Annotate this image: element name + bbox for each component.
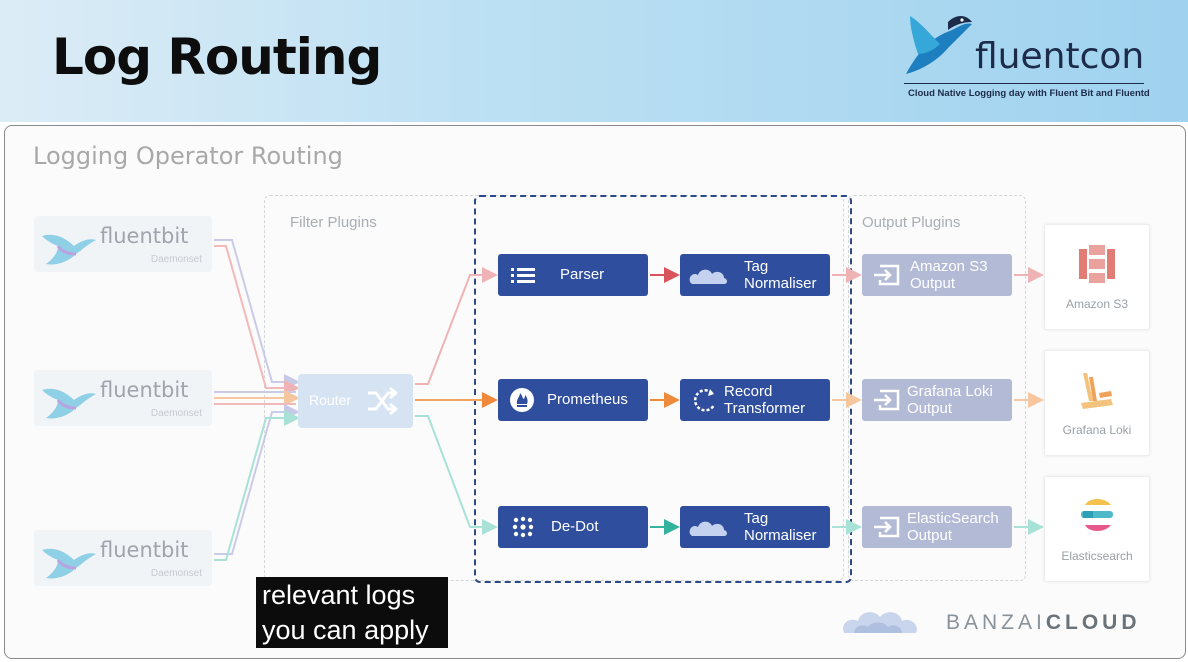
elastic-icon <box>1081 499 1113 531</box>
output-plugins-label: Output Plugins <box>862 214 961 231</box>
destination-label: Elasticsearch <box>1061 549 1133 563</box>
logo-divider <box>904 83 1144 84</box>
banzai-cloud-logo: BANZAICLOUD <box>840 603 1150 639</box>
list-icon <box>511 268 535 283</box>
hummingbird-icon <box>42 234 96 265</box>
banzai-cloud-wordmark: BANZAICLOUD <box>946 611 1141 634</box>
transform-record-transformer[interactable]: Record Transformer <box>680 379 830 421</box>
filter-label: Parser <box>560 266 605 283</box>
output-amazon-s3[interactable]: Amazon S3 Output <box>862 254 1012 296</box>
slide-header: Log Routing fluentcon Cloud Native Loggi… <box>0 0 1188 122</box>
source-name: fluentbit <box>100 224 189 248</box>
bird-icon <box>906 16 972 75</box>
output-line1: Amazon S3 <box>910 258 988 275</box>
banzai-cloud-icon <box>843 612 917 633</box>
sign-in-icon <box>874 264 900 286</box>
caption-line-1: relevant logs <box>256 577 448 613</box>
shuffle-icon <box>368 386 398 416</box>
source-fluentbit-1: fluentbit Daemonset <box>34 216 212 272</box>
filter-label: De-Dot <box>551 518 599 535</box>
sign-in-icon <box>874 516 900 538</box>
filter-plugins-label: Filter Plugins <box>290 214 377 231</box>
sign-in-icon <box>874 389 900 411</box>
output-grafana-loki[interactable]: Grafana Loki Output <box>862 379 1012 421</box>
output-line1: ElasticSearch <box>907 510 999 527</box>
logo-wordmark: fluentcon <box>975 36 1145 77</box>
source-sub: Daemonset <box>150 254 202 265</box>
source-name: fluentbit <box>100 538 189 562</box>
destination-elasticsearch: Elasticsearch <box>1044 476 1150 582</box>
output-line2: Output <box>910 275 956 292</box>
destination-label: Grafana Loki <box>1062 423 1132 437</box>
cloud-icon <box>689 269 727 284</box>
logo-tagline: Cloud Native Logging day with Fluent Bit… <box>908 88 1150 99</box>
transform-tag-normaliser-1[interactable]: Tag Normaliser <box>680 254 830 296</box>
flame-icon <box>510 388 534 412</box>
refresh-icon <box>693 389 716 412</box>
caption-line-2: you can apply <box>256 612 448 648</box>
transform-tag-normaliser-2[interactable]: Tag Normaliser <box>680 506 830 548</box>
filter-parser[interactable]: Parser <box>498 254 648 296</box>
s3-icon <box>1079 245 1115 283</box>
selected-filter-group <box>474 195 852 583</box>
cloud-icon <box>689 521 727 536</box>
output-plugins-zone <box>848 195 1026 581</box>
transform-line2: Normaliser <box>744 275 817 292</box>
router-label: Router <box>309 392 352 408</box>
transform-line2: Transformer <box>724 400 806 417</box>
filter-prometheus[interactable]: Prometheus <box>498 379 648 421</box>
transform-line1: Tag <box>744 258 769 275</box>
destination-amazon-s3: Amazon S3 <box>1044 224 1150 330</box>
router-node[interactable]: Router <box>298 374 413 428</box>
dots-grid-icon <box>512 516 534 538</box>
source-name: fluentbit <box>100 378 189 402</box>
slide-title: Log Routing <box>52 28 382 86</box>
source-sub: Daemonset <box>150 568 202 579</box>
fluentcon-logo: fluentcon Cloud Native Logging day with … <box>900 8 1150 108</box>
transform-line2: Normaliser <box>744 527 817 544</box>
output-line1: Grafana Loki <box>907 383 993 400</box>
panel-title: Logging Operator Routing <box>33 142 343 170</box>
destination-grafana-loki: Grafana Loki <box>1044 350 1150 456</box>
destination-label: Amazon S3 <box>1065 297 1129 311</box>
transform-line1: Record <box>724 383 773 400</box>
source-fluentbit-2: fluentbit Daemonset <box>34 370 212 426</box>
filter-de-dot[interactable]: De-Dot <box>498 506 648 548</box>
output-elasticsearch[interactable]: ElasticSearch Output <box>862 506 1012 548</box>
transform-line1: Tag <box>744 510 769 527</box>
output-line2: Output <box>907 400 953 417</box>
hummingbird-icon <box>42 388 96 419</box>
hummingbird-icon <box>42 548 96 579</box>
loki-icon <box>1081 373 1113 409</box>
source-sub: Daemonset <box>150 408 202 419</box>
filter-label: Prometheus <box>547 391 628 408</box>
output-line2: Output <box>907 527 953 544</box>
source-fluentbit-3: fluentbit Daemonset <box>34 530 212 586</box>
